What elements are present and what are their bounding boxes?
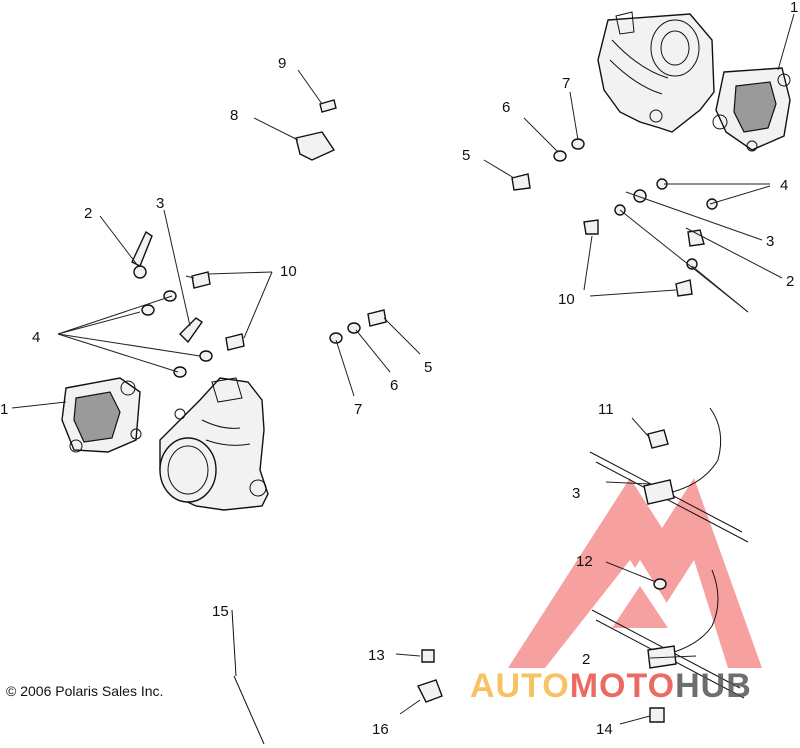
callout-label: 5 [424,359,432,376]
upper-right-housing [597,11,715,133]
callout-label: 13 [368,647,385,664]
left-housing [159,377,269,511]
callout-label: 7 [354,401,362,418]
callout-label: 3 [766,233,774,250]
callout-label: 2 [582,651,590,668]
watermark-moto: MOTO [570,667,675,705]
copyright-text: © 2006 Polaris Sales Inc. [6,683,163,699]
callout-label: 10 [558,291,575,308]
callout-label: 3 [572,485,580,502]
callout-label: 7 [562,75,570,92]
brake-lines [231,407,749,745]
callout-label: 12 [576,553,593,570]
watermark-hub: HUB [675,667,752,705]
callout-label: 15 [212,603,229,620]
callout-label: 3 [156,195,164,212]
callout-label: 1 [790,0,798,16]
watermark-logo-icon [508,478,762,668]
callout-label: 9 [278,55,286,72]
upper-right-caliper [712,67,791,152]
callout-label: 2 [786,273,794,290]
callout-label: 6 [502,99,510,116]
callout-label: 10 [280,263,297,280]
callout-label: 5 [462,147,470,164]
callout-label: 16 [372,721,389,738]
callout-label: 14 [596,721,613,738]
callout-label: 1 [0,401,8,418]
callout-label: 4 [780,177,788,194]
callout-label: 2 [84,205,92,222]
watermark-auto: AUTO [470,667,570,705]
callout-label: 8 [230,107,238,124]
watermark-text: AUTOMOTOHUB [470,667,752,705]
left-caliper [61,377,142,453]
callout-label: 4 [32,329,40,346]
callout-label: 11 [598,401,614,418]
callout-label: 6 [390,377,398,394]
leader-lines [11,13,795,725]
hardware-parts [131,99,718,723]
